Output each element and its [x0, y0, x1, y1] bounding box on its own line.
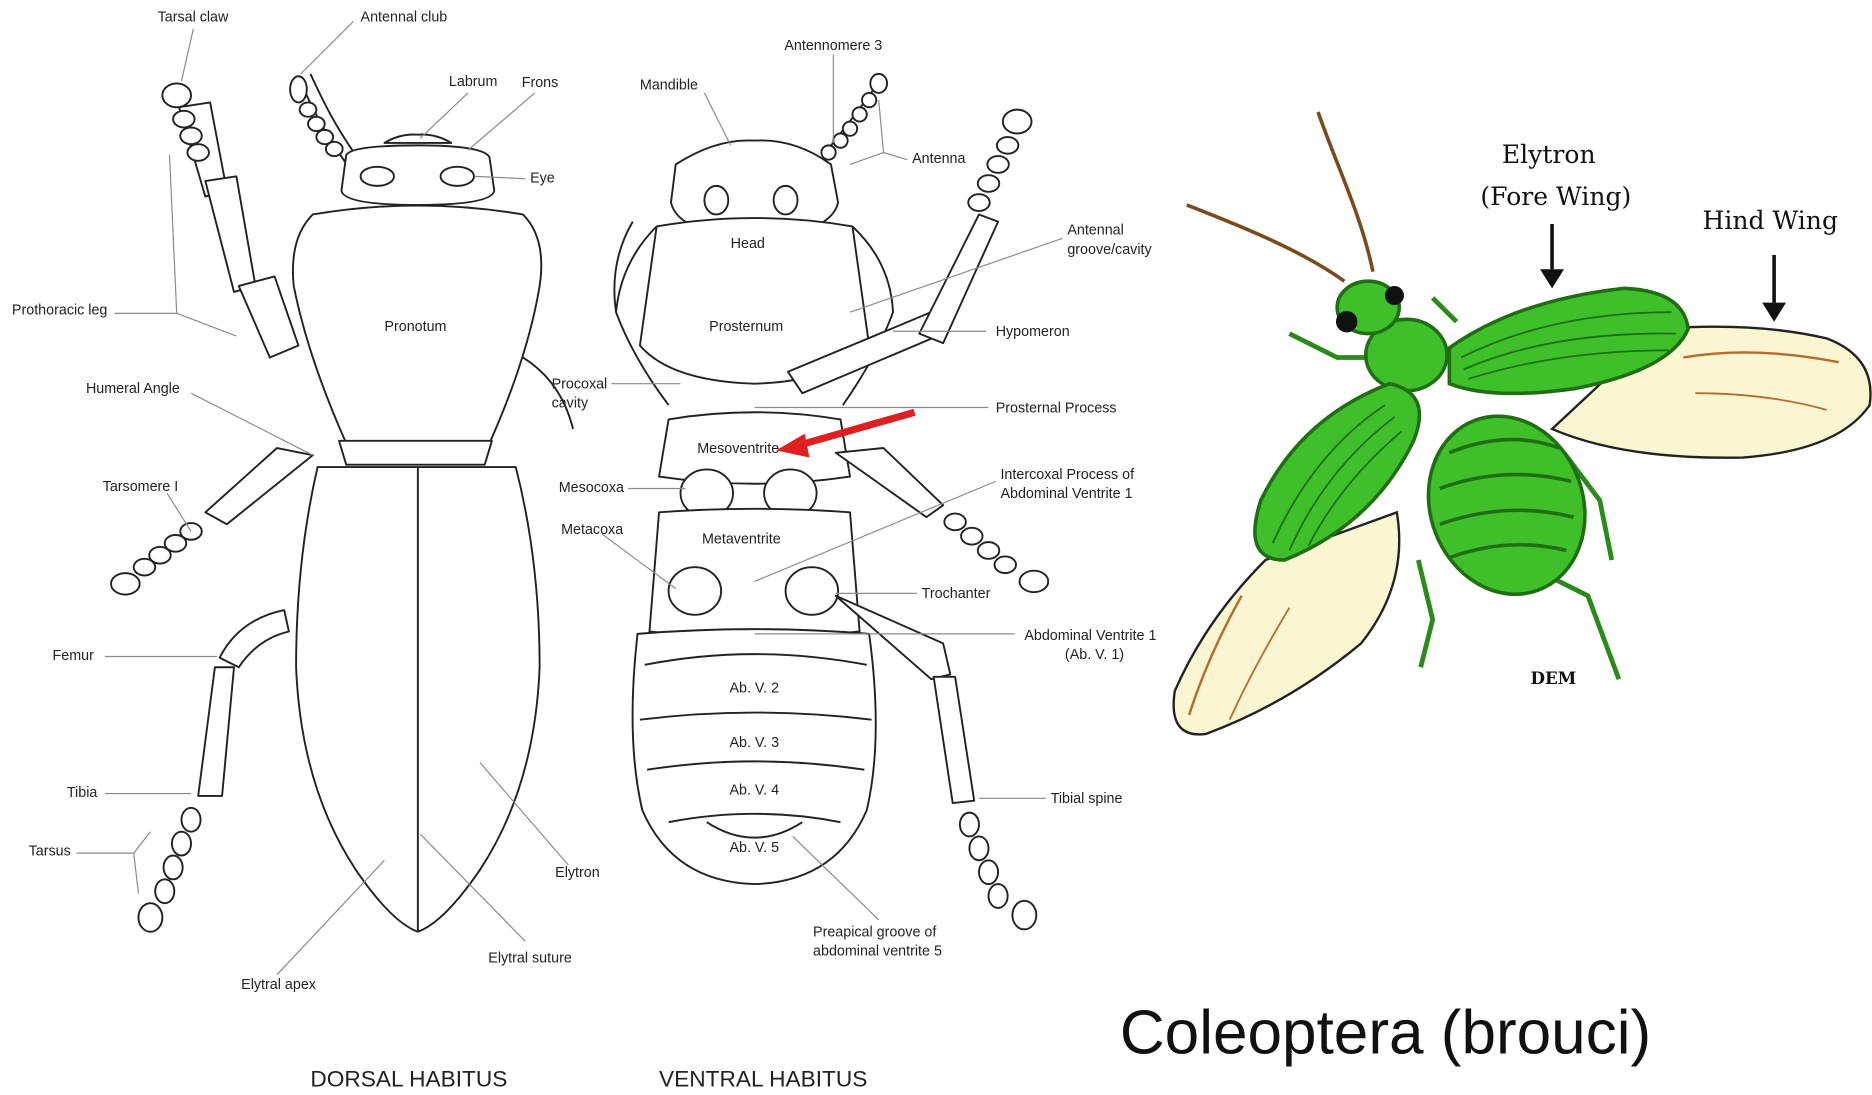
label-head: Head	[731, 236, 765, 252]
label-prothoracic-leg: Prothoracic leg	[12, 303, 108, 319]
label-elytron: Elytron	[555, 865, 600, 881]
label-elytral-suture: Elytral suture	[488, 951, 572, 967]
label-antennal-groove-1: Antennal	[1067, 223, 1124, 239]
label-labrum: Labrum	[449, 74, 498, 90]
label-hypomeron: Hypomeron	[996, 324, 1070, 340]
label-elytron-fore-1: Elytron	[1502, 140, 1596, 169]
label-abv1-1: Abdominal Ventrite 1	[1024, 628, 1156, 644]
label-tarsus: Tarsus	[29, 844, 71, 860]
label-preapical-1: Preapical groove of	[813, 925, 936, 941]
label-abv4: Ab. V. 4	[729, 783, 779, 799]
label-prosternal-process: Prosternal Process	[996, 400, 1117, 416]
signature-text: DEM	[1531, 668, 1577, 688]
label-antenna: Antenna	[912, 151, 965, 167]
label-femur: Femur	[53, 648, 95, 664]
label-tibial-spine: Tibial spine	[1051, 791, 1123, 807]
label-metacoxa: Metacoxa	[561, 522, 623, 538]
label-pronotum: Pronotum	[384, 319, 446, 335]
label-intercoxal-1: Intercoxal Process of	[1000, 467, 1134, 483]
label-abv2: Ab. V. 2	[729, 680, 779, 696]
label-procoxal-1: Procoxal	[552, 376, 608, 392]
label-tarsal-claw: Tarsal claw	[158, 9, 229, 25]
label-humeral-angle: Humeral Angle	[86, 381, 180, 397]
dorsal-beetle-drawing	[111, 74, 573, 932]
label-antennal-groove-2: groove/cavity	[1067, 242, 1152, 258]
arrow-down-icon	[1540, 224, 1564, 288]
label-abv1-2: (Ab. V. 1)	[1065, 647, 1124, 663]
label-elytron-fore-2: (Fore Wing)	[1480, 182, 1631, 211]
label-abv5: Ab. V. 5	[729, 840, 779, 856]
label-antennomere: Antennomere 3	[784, 38, 882, 54]
caption-dorsal-habitus: DORSAL HABITUS	[310, 1066, 507, 1092]
label-hind-wing: Hind Wing	[1702, 206, 1838, 235]
label-intercoxal-2: Abdominal Ventrite 1	[1000, 486, 1132, 502]
label-elytral-apex: Elytral apex	[241, 977, 316, 993]
label-preapical-2: abdominal ventrite 5	[813, 944, 942, 960]
label-tibia: Tibia	[67, 785, 98, 801]
label-mesoventrite: Mesoventrite	[697, 441, 779, 457]
label-eye: Eye	[530, 170, 555, 186]
label-metaventrite: Metaventrite	[702, 531, 781, 547]
label-frons: Frons	[522, 75, 559, 91]
ventral-beetle-drawing	[614, 74, 1048, 930]
caption-ventral-habitus: VENTRAL HABITUS	[659, 1066, 867, 1092]
label-tarsomere: Tarsomere I	[103, 479, 179, 495]
label-procoxal-2: cavity	[552, 396, 589, 412]
label-mesocoxa: Mesocoxa	[559, 480, 624, 496]
slide-title: Coleoptera (brouci)	[1120, 998, 1651, 1067]
label-prosternum: Prosternum	[709, 319, 783, 335]
label-abv3: Ab. V. 3	[729, 735, 779, 751]
label-antennal-club: Antennal club	[361, 9, 448, 25]
label-trochanter: Trochanter	[922, 586, 991, 602]
arrow-down-icon	[1762, 255, 1786, 322]
label-mandible: Mandible	[640, 77, 698, 93]
